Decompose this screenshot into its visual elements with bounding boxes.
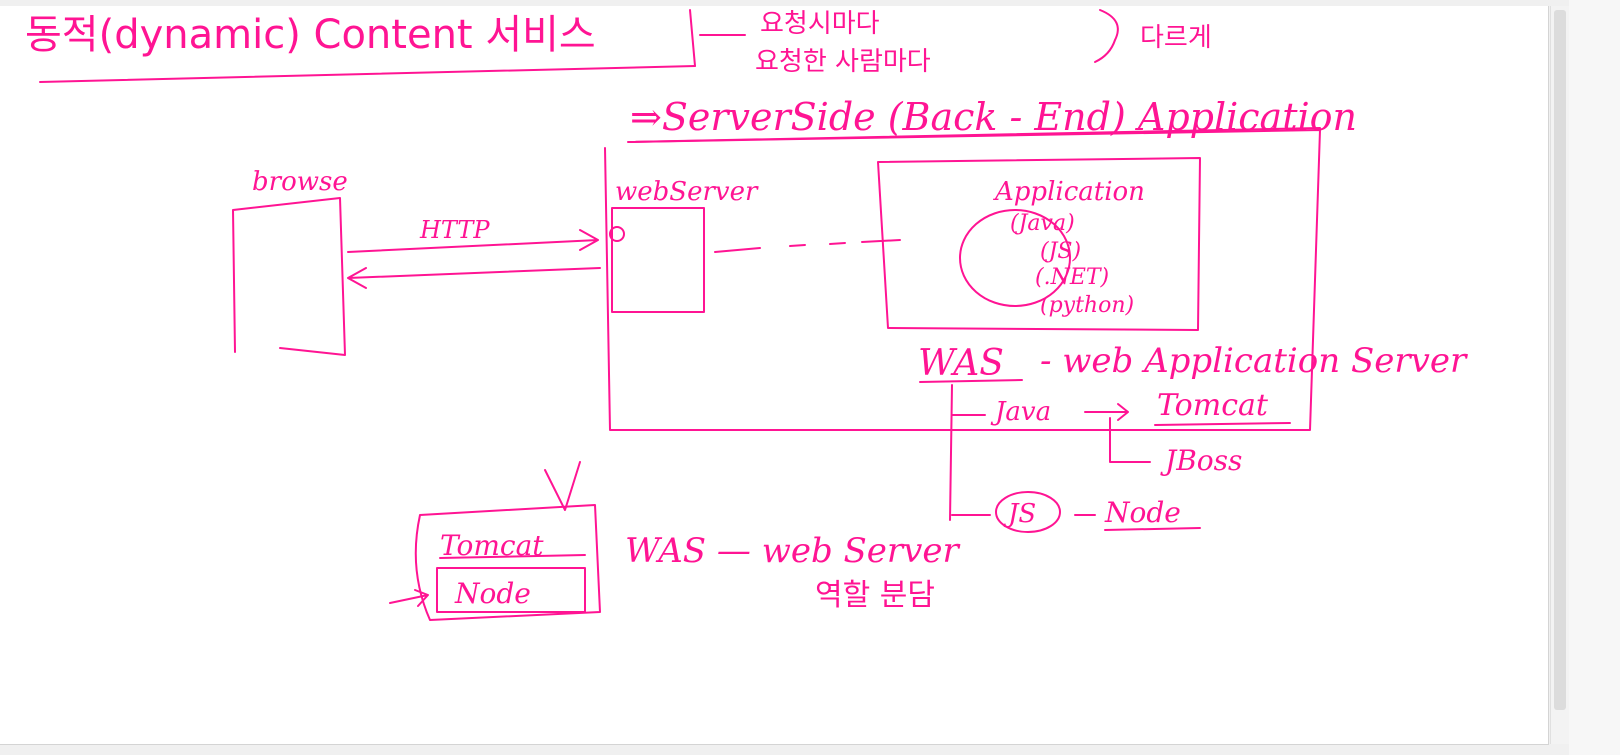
java-arrow [1084,403,1129,421]
right-gutter [1569,0,1620,755]
app-lang-java: (Java) [1010,211,1075,236]
title-divider [689,9,696,67]
stack-box [414,504,601,621]
app-lang-net: (.NET) [1035,265,1109,290]
application-label: Application [993,177,1145,207]
stack-tomcat-underline [439,554,586,559]
web-to-app-connector [714,239,901,253]
web-server-port [609,226,625,242]
was-underline [919,379,1023,383]
app-lang-js: (JS) [1040,239,1081,264]
title-underline [39,65,696,83]
stack-arrow [389,589,429,607]
web-server-box [611,207,705,313]
jboss-branch [1109,417,1151,463]
js-circle [995,491,1061,533]
app-lang-python: (python) [1040,293,1134,318]
tomcat-label: Tomcat [1157,388,1269,423]
note-line2: 요청한 사람마다 [755,47,931,77]
server-side-label: ⇒ServerSide (Back - End) Application [630,95,1357,139]
web-server-label: webServer [615,177,759,207]
note-diff: 다르게 [1140,23,1212,53]
stack-check [544,461,581,511]
vertical-scrollbar[interactable] [1550,6,1569,744]
was-bracket [949,384,991,521]
was-label: WAS [918,343,1004,384]
browser-label: browse [252,167,348,197]
jboss-label: JBoss [1160,444,1242,477]
http-response-arrow [347,267,601,289]
node-underline [1104,527,1201,531]
tomcat-underline [1154,422,1291,426]
stack-node-box [436,567,586,613]
title-text: 동적(dynamic) Content 서비스 [25,12,596,58]
stack-node: Node [454,577,531,610]
scrollbar-thumb[interactable] [1554,10,1566,710]
was-description: - web Application Server [1040,341,1468,381]
http-label: HTTP [419,216,490,244]
role-split-label: 역할 분담 [815,578,935,613]
js-label: JS [1003,499,1036,529]
was-web-label: WAS — web Server [625,531,961,571]
note-line1: 요청시마다 [760,9,880,39]
browser-box [232,197,346,356]
http-request-arrow [347,229,599,253]
note-brace [1094,9,1119,63]
application-box [877,157,1201,331]
server-side-box [604,129,1321,431]
java-label: Java [990,397,1051,427]
node-label: Node [1104,496,1181,529]
application-circle [959,209,1071,307]
